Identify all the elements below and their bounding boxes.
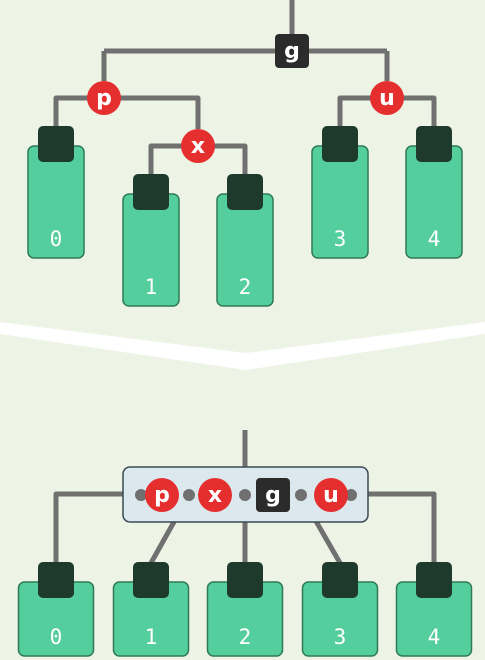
node-circle [145,478,179,512]
leaf-cap [322,126,358,162]
before-leaf-3: 3 [311,126,369,259]
leaf-label: 1 [145,275,158,299]
node-circle [198,478,232,512]
node-label: g [284,39,300,64]
leaf-cap [322,562,358,598]
node-square [275,34,309,68]
after-leaf-3: 3 [301,562,379,657]
node-label: u [323,483,339,508]
before-leaf-0: 0 [27,126,85,259]
leaf-label: 3 [334,227,347,251]
leaf-cap [416,562,452,598]
leaf-label: 0 [50,625,63,649]
leaf-cap [227,562,263,598]
node-label: p [154,483,170,508]
before-node-p: p [87,81,121,115]
before-node-g: g [275,34,309,68]
section-divider [0,322,485,370]
leaf-cap [38,562,74,598]
edge-merged-leaf-0 [53,491,141,563]
child-pointer-dot [239,489,251,501]
node-circle [370,81,404,115]
node-label: u [379,86,395,111]
leaf-cap [133,174,169,210]
leaf-label: 3 [334,625,347,649]
after-node-p: p [145,478,179,512]
after-leaf-2: 2 [206,562,284,657]
leaf-label: 4 [428,625,441,649]
before-leaf-2: 2 [216,174,274,307]
node-circle [181,129,215,163]
after-leaf-1: 1 [112,562,190,657]
leaves: 0 1 2 3 4 0 1 2 3 4 [17,126,473,657]
child-pointer-dot [183,489,195,501]
child-pointer-dot [295,489,307,501]
leaf-label: 1 [145,625,158,649]
node-label: x [191,134,205,159]
after-leaf-4: 4 [395,562,473,657]
after-node-x: x [198,478,232,512]
edge-p-children [53,95,201,129]
leaf-cap [38,126,74,162]
after-node-g: g [256,478,290,512]
before-leaf-4: 4 [405,126,463,259]
node-label: p [96,86,112,111]
node-label: g [265,483,281,508]
divider-chevron [0,322,485,370]
node-square [256,478,290,512]
leaf-label: 2 [239,625,252,649]
node-label: x [208,483,222,508]
leaf-cap [227,174,263,210]
nodes: g p u x p x g u [87,34,404,512]
after-leaf-0: 0 [17,562,95,657]
leaf-label: 2 [239,275,252,299]
leaf-cap [133,562,169,598]
after-node-u: u [314,478,348,512]
before-node-x: x [181,129,215,163]
before-node-u: u [370,81,404,115]
before-leaf-1: 1 [122,174,180,307]
leaf-cap [416,126,452,162]
node-circle [314,478,348,512]
edge-merged-leaf-4 [351,491,437,563]
leaf-label: 0 [50,227,63,251]
leaf-label: 4 [428,227,441,251]
node-circle [87,81,121,115]
child-pointer-dot [345,489,357,501]
child-pointer-dot [135,489,147,501]
